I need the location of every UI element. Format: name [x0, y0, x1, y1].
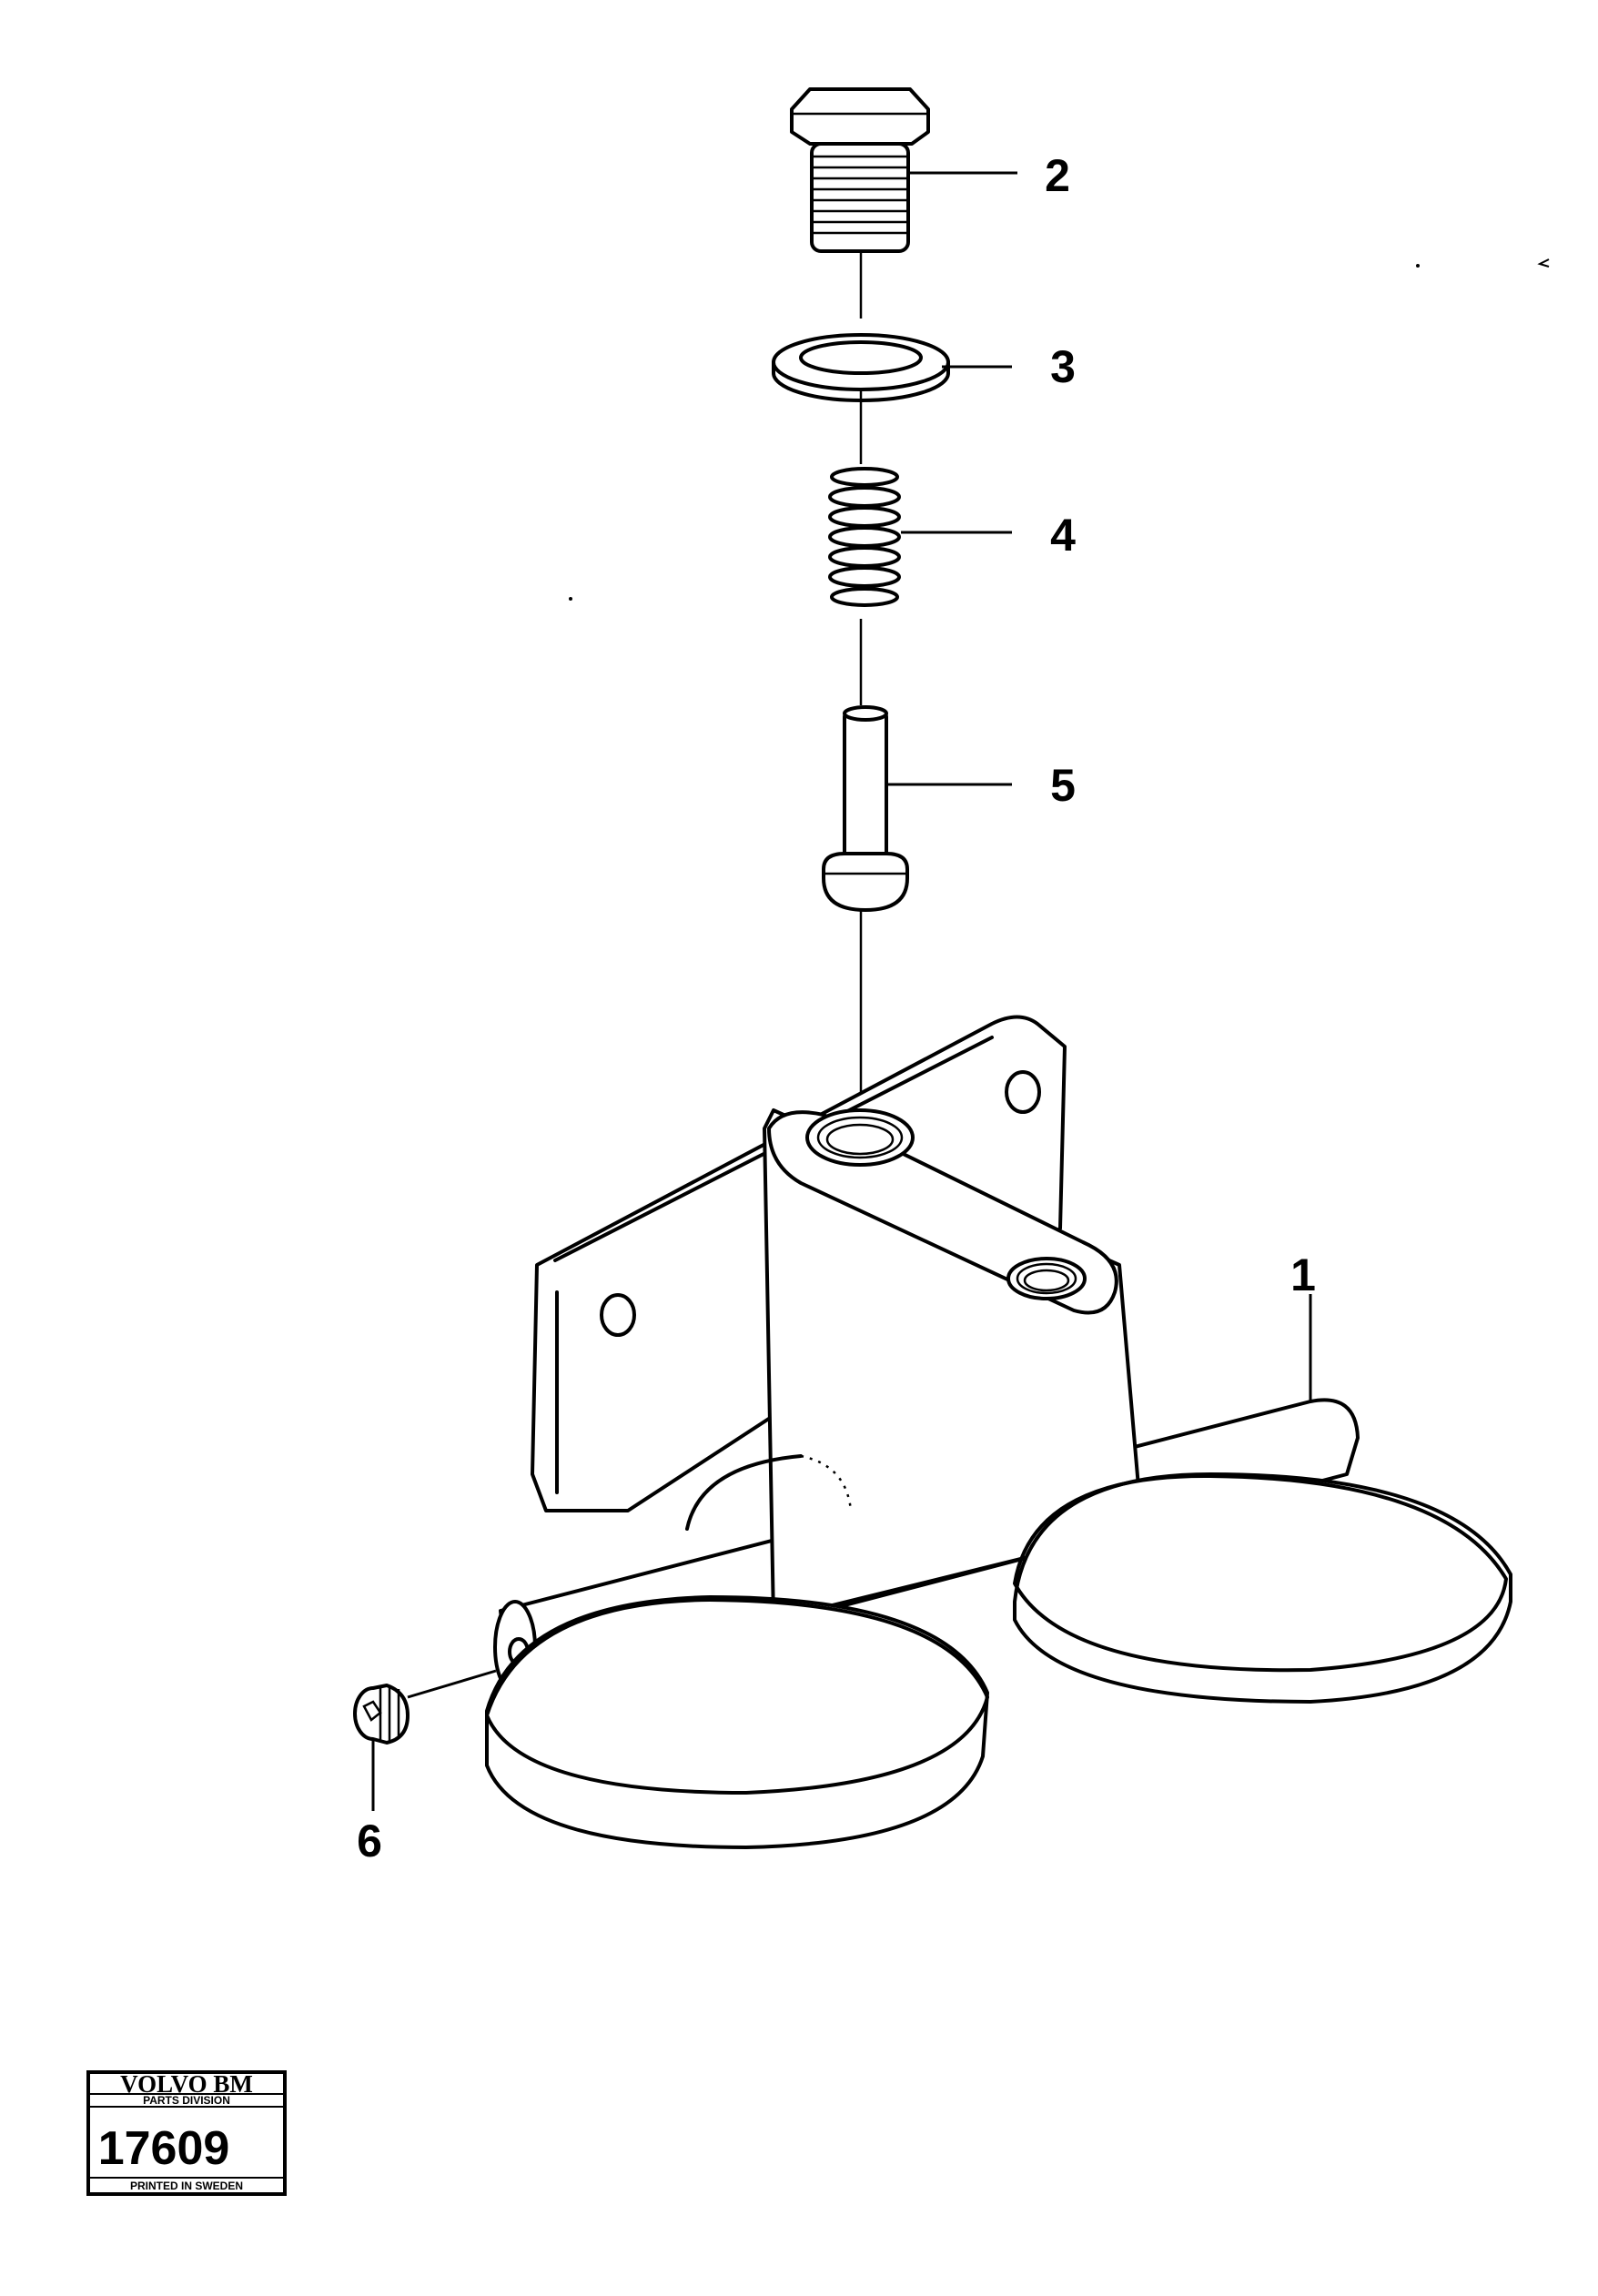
callout-1: 1 [1290, 1249, 1316, 1300]
part-2-plug [790, 87, 930, 253]
part-3-washer [772, 333, 950, 402]
scan-speck [1537, 258, 1550, 268]
scan-speck [1416, 264, 1420, 268]
stamp-printed: PRINTED IN SWEDEN [130, 2180, 243, 2192]
scan-speck [569, 597, 572, 601]
leader-line-6 [407, 1669, 497, 1699]
callout-6: 6 [357, 1816, 382, 1866]
part-4-spring [828, 467, 901, 607]
stamp-division: PARTS DIVISION [143, 2094, 230, 2107]
part-1-filter-housing [485, 1015, 1512, 1849]
stamp-number: 17609 [98, 2122, 230, 2175]
part-5-valve-piston [822, 705, 909, 912]
volvo-bm-stamp: VOLVO BM PARTS DIVISION 17609 PRINTED IN… [86, 2070, 287, 2196]
callout-2: 2 [1045, 150, 1070, 201]
callout-5: 5 [1050, 760, 1076, 811]
callout-3: 3 [1050, 341, 1076, 392]
callout-4: 4 [1050, 510, 1076, 561]
part-6-small-plug [353, 1684, 410, 1745]
stamp-brand: VOLVO BM [120, 2070, 253, 2098]
